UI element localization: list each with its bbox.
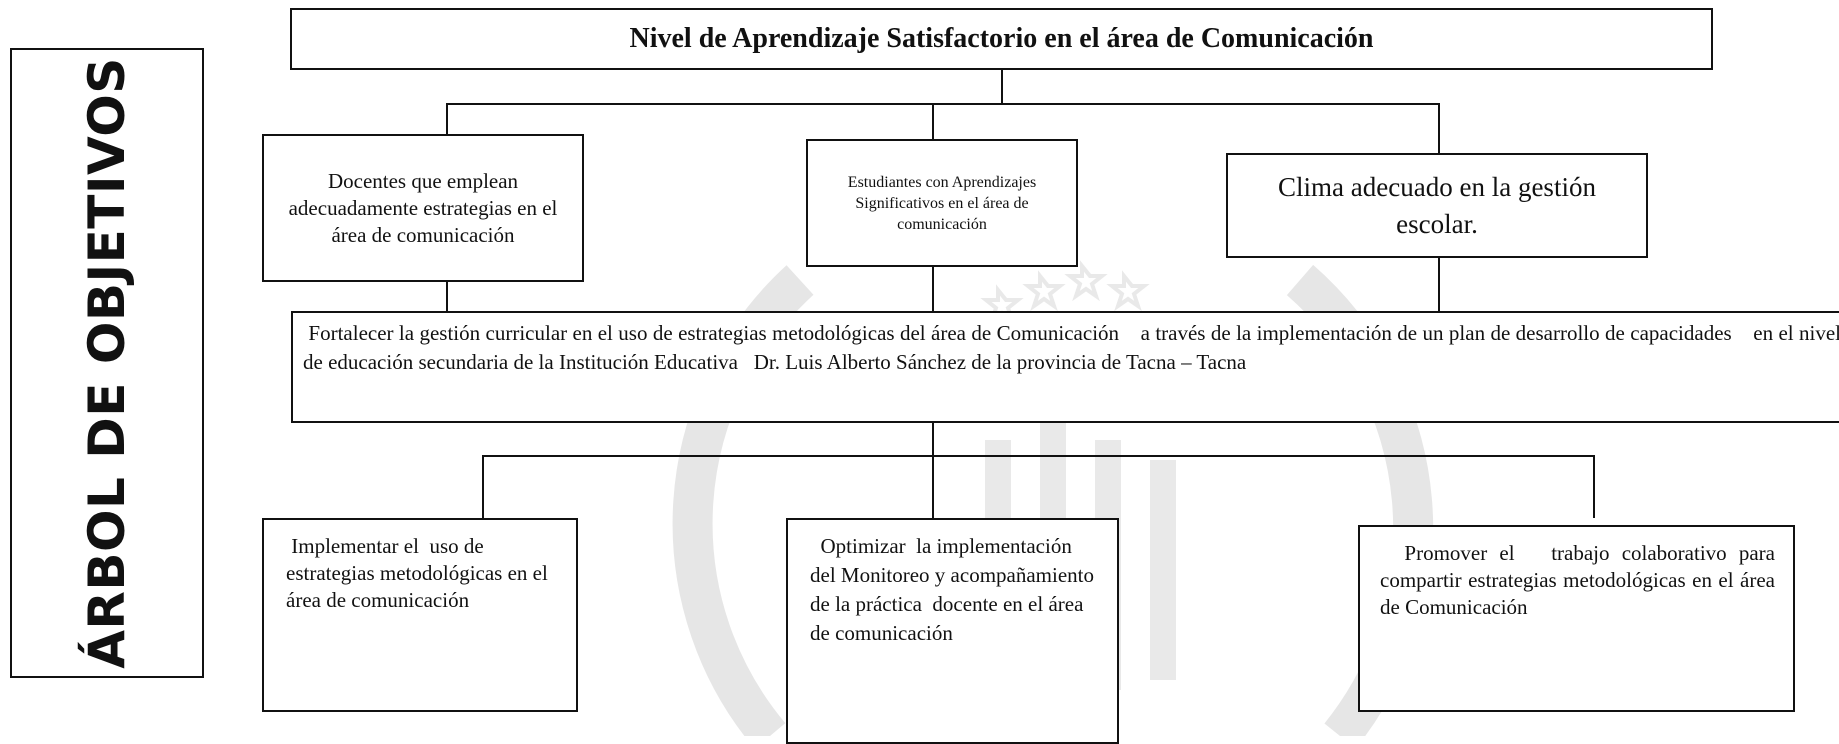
connector-bottom-horizontal bbox=[482, 455, 1595, 457]
main-end-box: Nivel de Aprendizaje Satisfactorio en el… bbox=[290, 8, 1713, 70]
connector-top-stem bbox=[1001, 70, 1003, 103]
connector-low3-drop bbox=[1593, 455, 1595, 518]
connector-mid1-drop bbox=[446, 103, 448, 134]
central-objective-text: Fortalecer la gestión curricular en el u… bbox=[303, 321, 1839, 374]
end-text-clima: Clima adecuado en la gestión escolar. bbox=[1278, 171, 1596, 239]
means-text-implementar: Implementar el uso de estrategias metodo… bbox=[286, 534, 554, 612]
means-text-promover: Promover el trabajo colaborativo para co… bbox=[1380, 541, 1781, 619]
side-title: ÁRBOL DE OBJETIVOS bbox=[78, 57, 136, 669]
connector-mid1-to-purpose bbox=[446, 282, 448, 311]
end-box-docentes: Docentes que emplean adecuadamente estra… bbox=[262, 134, 584, 282]
means-box-implementar: Implementar el uso de estrategias metodo… bbox=[262, 518, 578, 712]
side-title-frame bbox=[10, 48, 204, 678]
connector-low2-drop bbox=[932, 455, 934, 518]
connector-top-horizontal bbox=[446, 103, 1439, 105]
connector-low1-drop bbox=[482, 455, 484, 518]
connector-mid2-drop bbox=[932, 103, 934, 139]
end-text-estudiantes: Estudiantes con Aprendizajes Significati… bbox=[847, 173, 1037, 233]
connector-mid3-drop bbox=[1438, 103, 1440, 153]
main-end-text: Nivel de Aprendizaje Satisfactorio en el… bbox=[629, 23, 1374, 54]
means-text-optimizar: Optimizar la implementación del Monitore… bbox=[810, 534, 1105, 645]
means-box-optimizar: Optimizar la implementación del Monitore… bbox=[786, 518, 1119, 744]
connector-mid2-to-purpose bbox=[932, 267, 934, 311]
end-box-estudiantes: Estudiantes con Aprendizajes Significati… bbox=[806, 139, 1078, 267]
central-objective-box: Fortalecer la gestión curricular en el u… bbox=[291, 311, 1839, 423]
end-box-clima: Clima adecuado en la gestión escolar. bbox=[1226, 153, 1648, 258]
end-text-docentes: Docentes que emplean adecuadamente estra… bbox=[288, 168, 558, 247]
connector-mid3-to-purpose bbox=[1438, 258, 1440, 311]
connector-purpose-stem bbox=[932, 423, 934, 455]
means-box-promover: Promover el trabajo colaborativo para co… bbox=[1358, 525, 1795, 712]
